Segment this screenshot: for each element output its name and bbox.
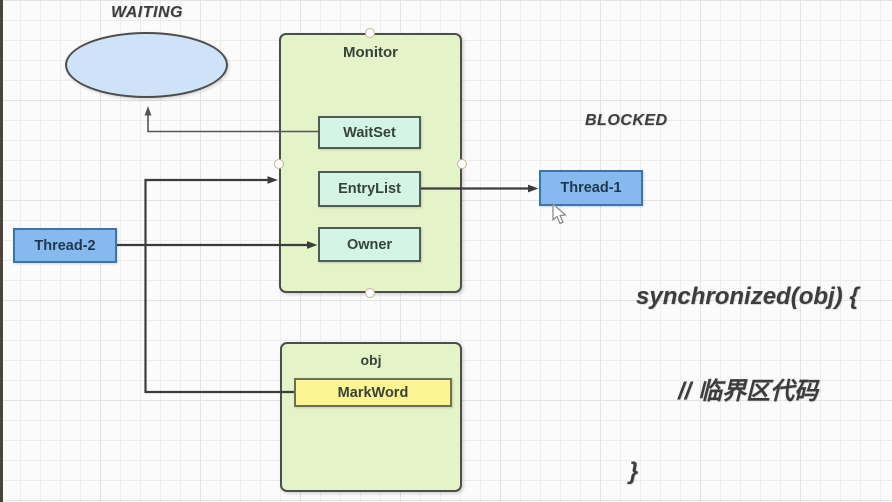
markword-label: MarkWord — [337, 384, 409, 401]
entrylist-label: EntryList — [338, 181, 401, 197]
blocked-label: BLOCKED — [585, 112, 668, 129]
connection-handle-right[interactable] — [457, 159, 467, 169]
connector-markword-to-monitor[interactable] — [144, 176, 295, 394]
entrylist-box[interactable]: EntryList — [318, 171, 421, 207]
monitor-title: Monitor — [343, 44, 398, 61]
owner-label: Owner — [346, 236, 393, 253]
markword-box[interactable]: MarkWord — [294, 378, 452, 407]
waiting-label: WAITING — [111, 4, 183, 21]
waitset-box[interactable]: WaitSet — [318, 116, 421, 149]
code-line-closing-brace: } — [629, 458, 639, 485]
obj-title: obj — [360, 352, 382, 368]
code-line-synchronized: synchronized(obj) { — [636, 283, 859, 310]
thread-1-node[interactable]: Thread-1 — [539, 170, 643, 206]
mouse-cursor-icon — [552, 203, 567, 225]
obj-box[interactable]: obj — [280, 342, 462, 492]
thread-1-label: Thread-1 — [560, 180, 622, 196]
connection-handle-bottom[interactable] — [365, 288, 375, 298]
code-line-critical-section: // 临界区代码 — [678, 378, 819, 405]
screen-edge-strip — [0, 0, 3, 502]
owner-box[interactable]: Owner — [318, 227, 421, 262]
waiting-ellipse[interactable] — [65, 32, 228, 98]
connection-handle-left[interactable] — [274, 159, 284, 169]
thread-2-node[interactable]: Thread-2 — [13, 228, 117, 263]
connection-handle-top[interactable] — [365, 28, 375, 38]
waitset-label: WaitSet — [343, 124, 396, 141]
thread-2-label: Thread-2 — [34, 237, 96, 254]
